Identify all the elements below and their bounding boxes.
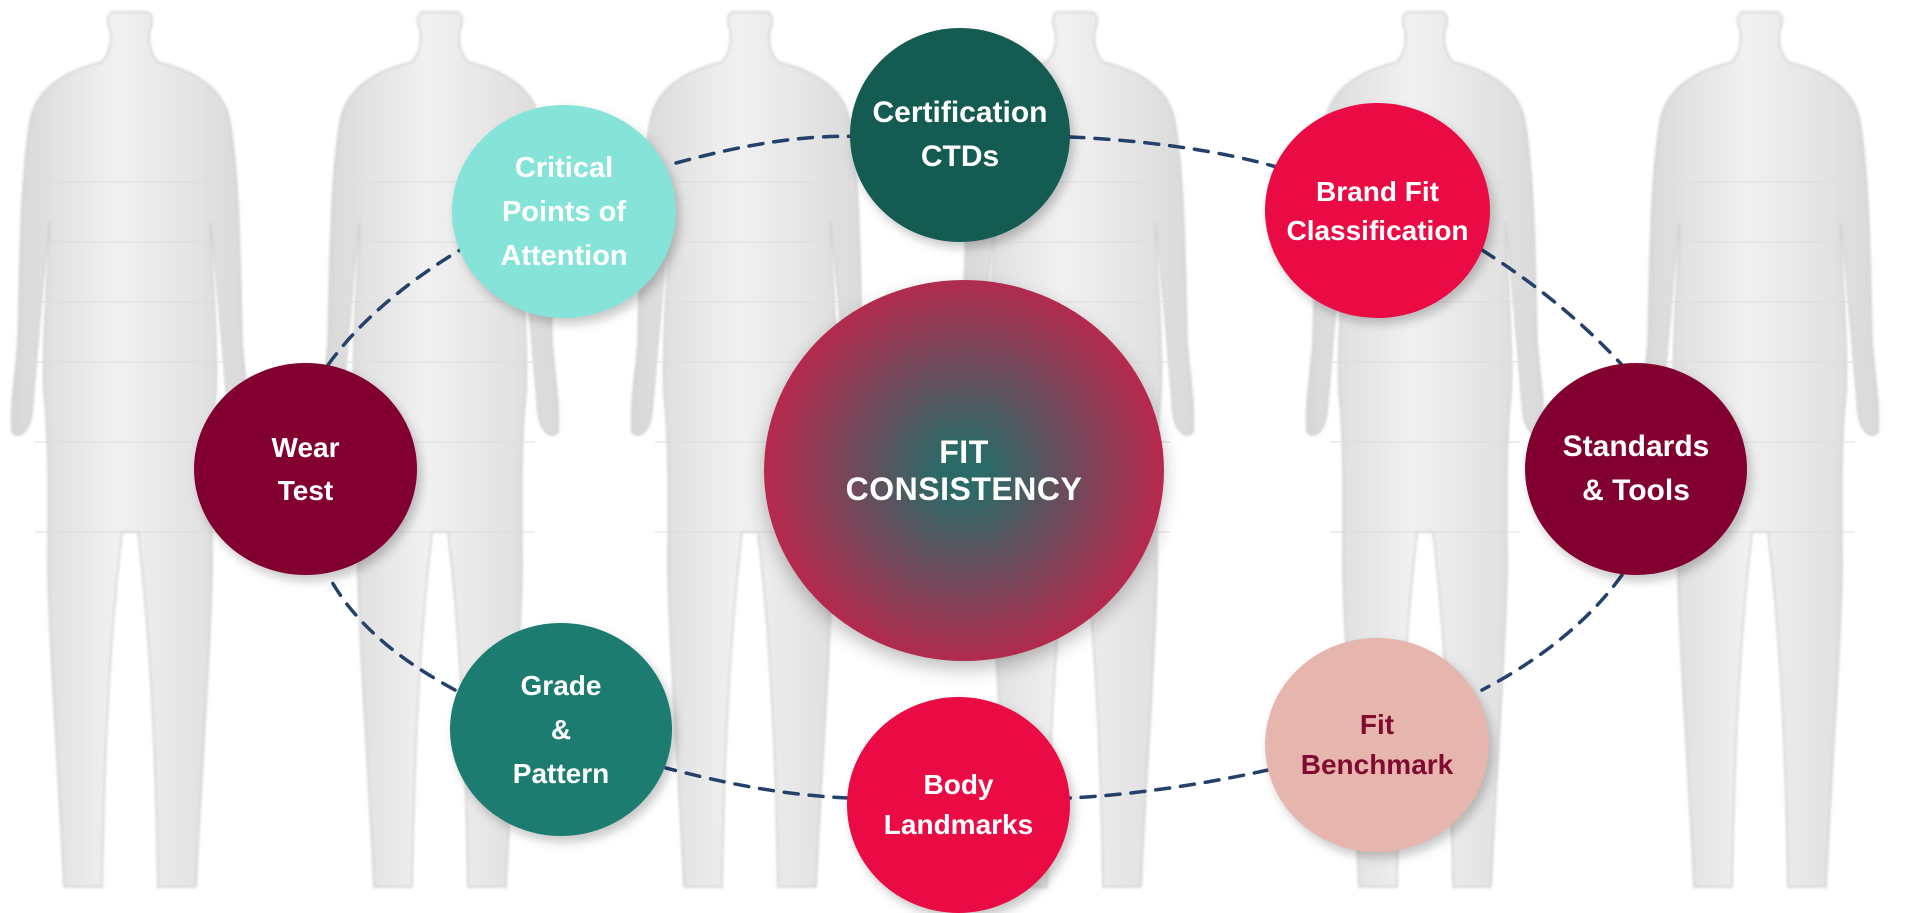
- node-wear-test: Wear Test: [194, 363, 417, 575]
- node-certification-ctds: Certification CTDs: [850, 28, 1070, 242]
- node-critical-points-of-attention: Critical Points of Attention: [452, 105, 676, 318]
- node-standards-tools: Standards & Tools: [1525, 363, 1747, 575]
- node-label: Wear Test: [271, 432, 340, 506]
- node-body-landmarks: Body Landmarks: [847, 697, 1070, 913]
- node-label: Fit Benchmark: [1300, 709, 1454, 780]
- node-grade-pattern: Grade & Pattern: [450, 623, 672, 836]
- node-label: Brand Fit Classification: [1286, 175, 1469, 246]
- node-label: Grade & Pattern: [512, 669, 610, 789]
- node-label: Certification CTDs: [872, 96, 1048, 173]
- node-brand-fit-classification: Brand Fit Classification: [1265, 103, 1490, 318]
- node-fit-benchmark: Fit Benchmark: [1265, 638, 1489, 852]
- connector-dashed-ellipse: [326, 134, 1624, 800]
- mannequin-figure: [10, 11, 250, 888]
- center-label: FIT CONSISTENCY: [845, 433, 1083, 507]
- fit-consistency-center: FIT CONSISTENCY: [764, 280, 1164, 661]
- node-label: Standards & Tools: [1562, 430, 1710, 507]
- mannequin-figure: [630, 11, 870, 888]
- node-label: Critical Points of Attention: [500, 151, 628, 272]
- node-label: Body Landmarks: [883, 769, 1034, 840]
